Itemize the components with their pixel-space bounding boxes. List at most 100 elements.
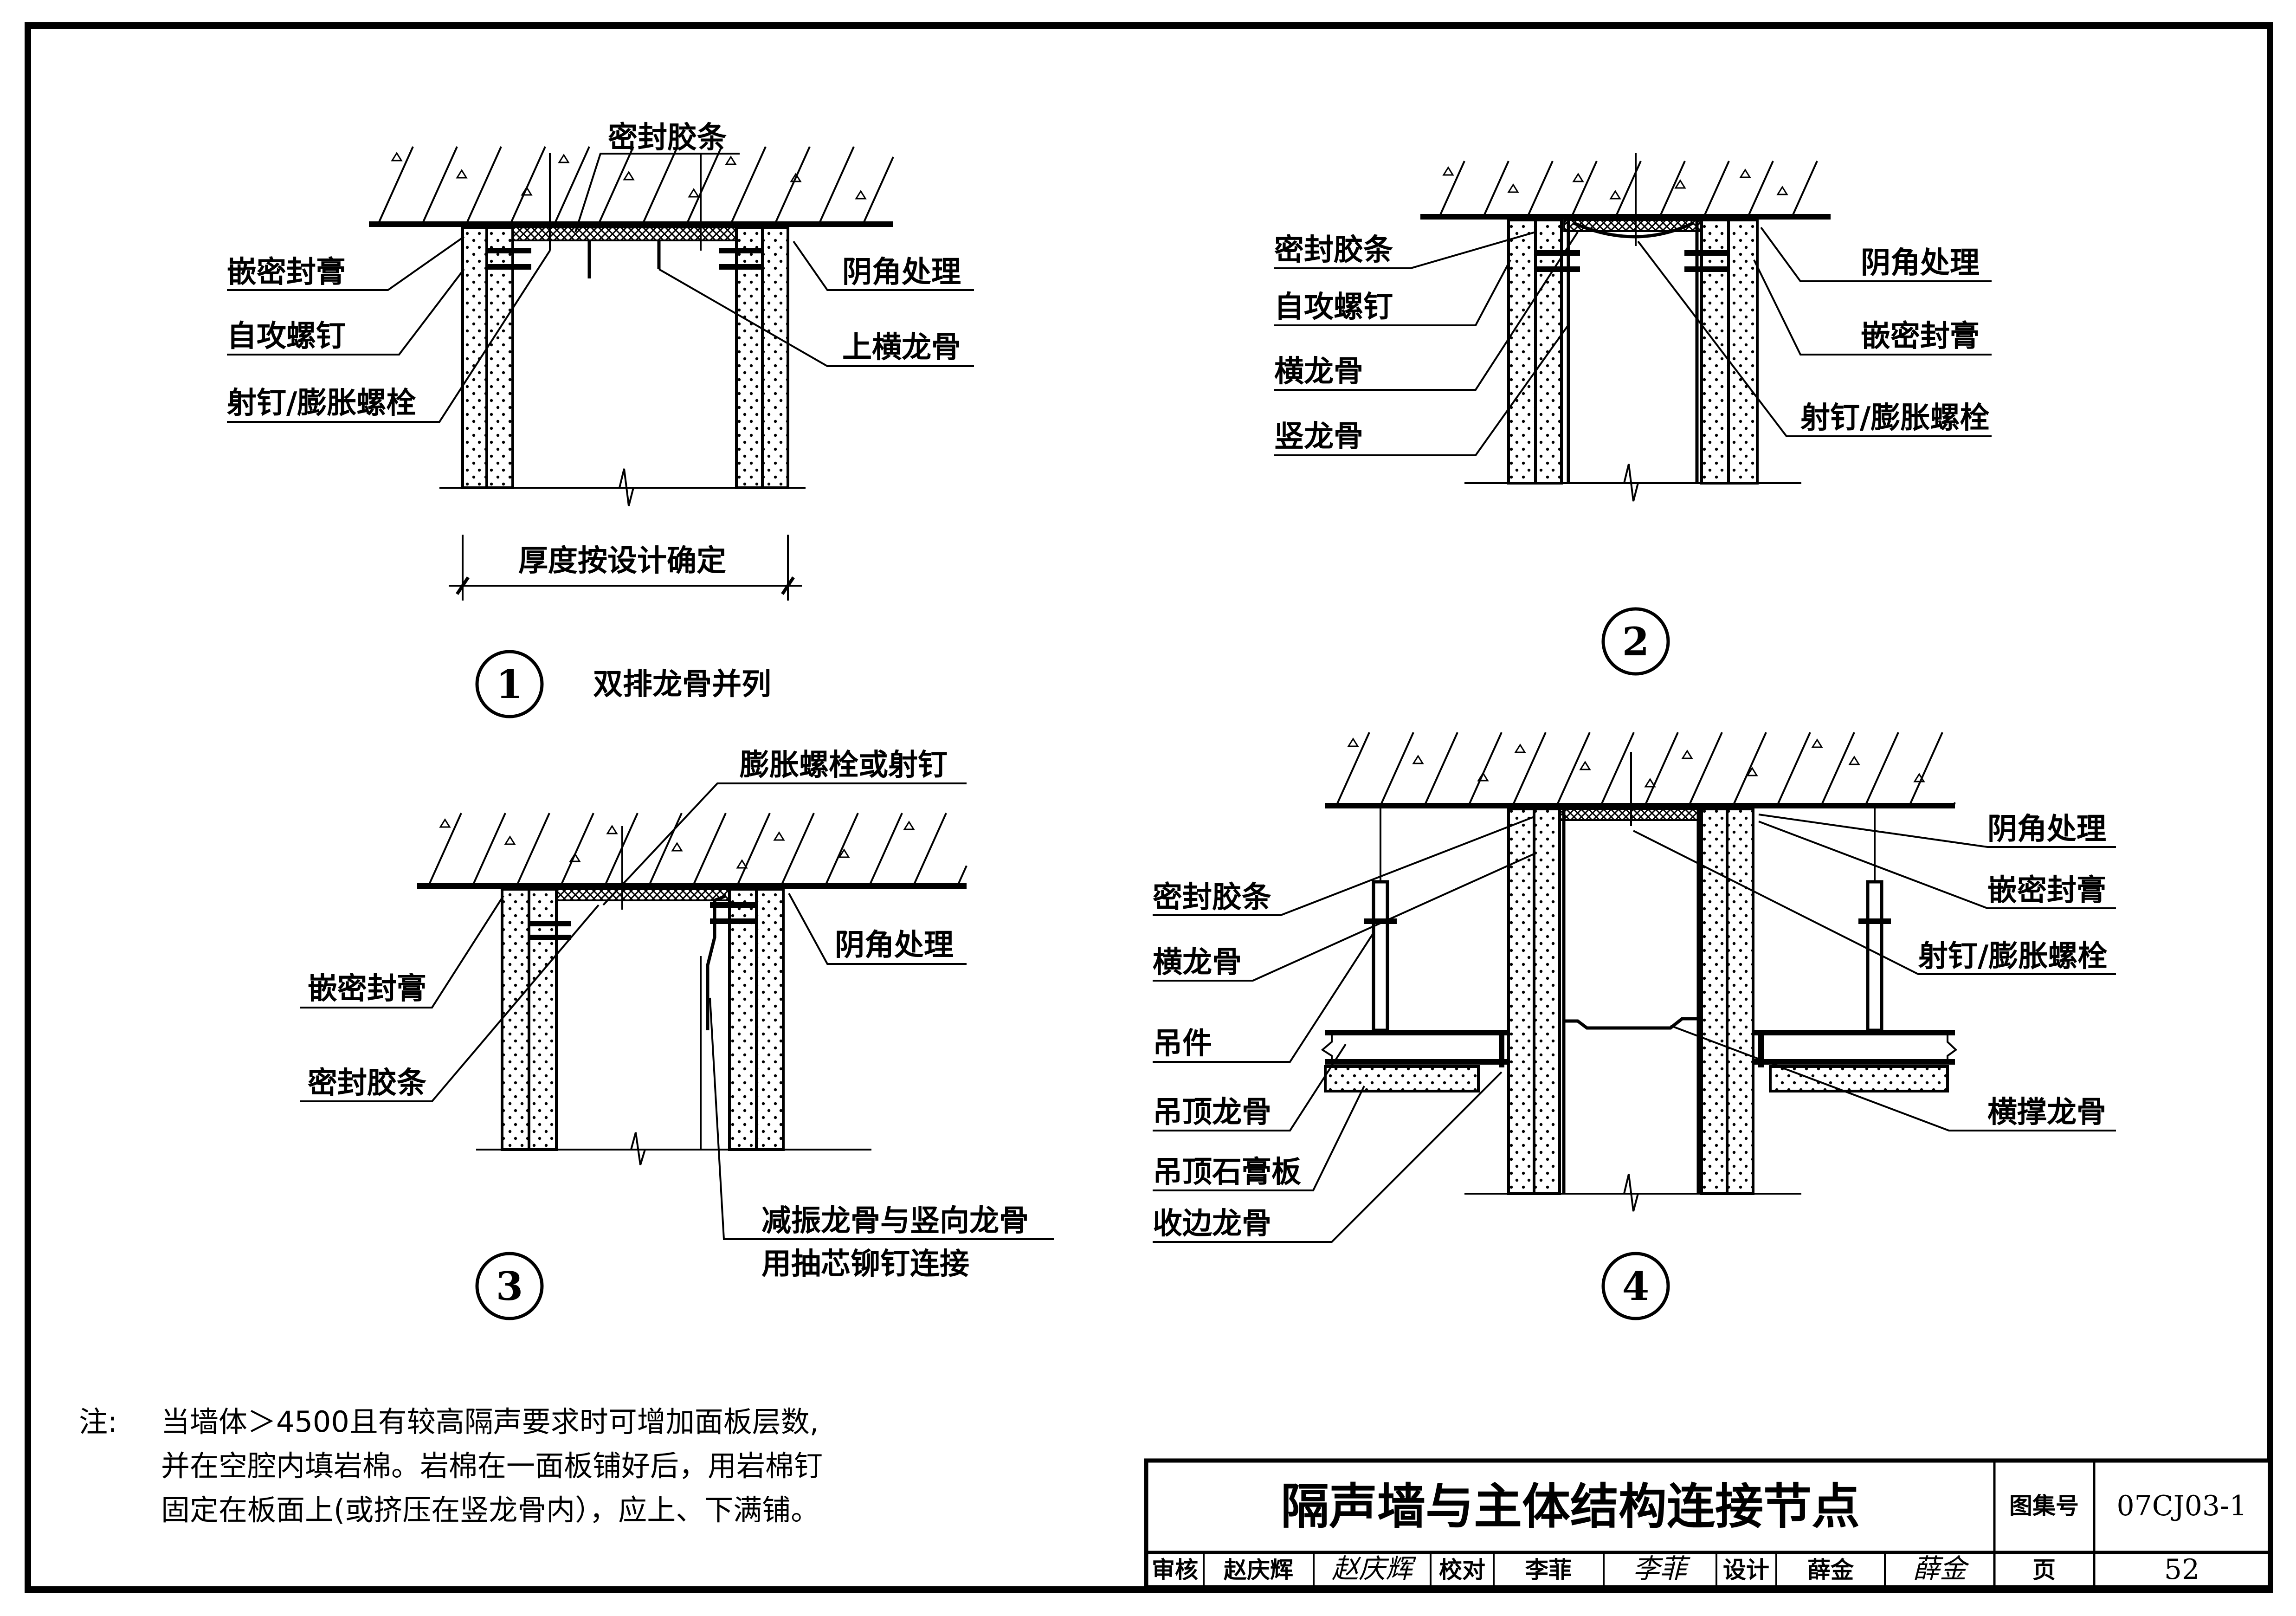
hatch-line (868, 813, 903, 886)
hatch-line (516, 813, 550, 886)
detail-3: 膨胀螺栓或射钉 嵌密封膏 密封胶条 阴角处理 减振龙骨与竖向龙骨 用抽芯铆钉连接… (300, 748, 1054, 1320)
leader-top-3 (602, 782, 967, 906)
wall-left-outer-board-4 (1507, 808, 1535, 1195)
signature-designer: 薛金 (1913, 1553, 1969, 1584)
wall-right-outer-board-3 (755, 888, 785, 1151)
hatch-line (1483, 161, 1509, 217)
hatch-line (1600, 732, 1635, 806)
role-checker: 校对 (1439, 1557, 1485, 1584)
dim-tick-right-1 (781, 576, 795, 595)
leader-left-2b (1274, 259, 1511, 326)
aggregate-mark (1746, 767, 1758, 776)
hatch-line (1335, 732, 1370, 806)
detail-marker-circle-2 (1601, 607, 1670, 676)
label-left-1a: 嵌密封膏 (227, 255, 346, 290)
seal-strip-1 (512, 226, 737, 241)
ceiling-board-left-4 (1324, 1065, 1480, 1092)
label-top-1: 密封胶条 (608, 121, 727, 155)
sheet-frame (25, 22, 2273, 1593)
notes-line-1: 当墙体＞4500且有较高隔声要求时可增加面板层数, (161, 1405, 819, 1439)
detail-number-4: 4 (1622, 1263, 1649, 1309)
label-left-4e: 吊顶石膏板 (1153, 1155, 1301, 1189)
signature-checker: 李菲 (1633, 1553, 1690, 1584)
leader-right-3b (709, 997, 1054, 1240)
aggregate-mark (1572, 173, 1584, 182)
dim-tick-left-1 (456, 576, 470, 595)
aggregate-mark (790, 173, 802, 182)
hatch-line (1791, 161, 1818, 217)
detail-caption-1: 双排龙骨并列 (593, 667, 771, 702)
leader-left-4d (1153, 1043, 1347, 1131)
aggregate-mark (1514, 743, 1526, 753)
concrete-slab-3 (427, 813, 967, 886)
leader-left-4b (1153, 853, 1535, 982)
label-left-2b: 自攻螺钉 (1274, 290, 1393, 324)
leader-right-2b (1753, 259, 1992, 356)
hatch-line (554, 146, 590, 225)
name-checker: 李菲 (1525, 1557, 1572, 1584)
hanger-left-4 (1372, 880, 1389, 1032)
name-reviewer: 赵庆辉 (1224, 1557, 1293, 1584)
label-right-3a: 阴角处理 (835, 928, 954, 963)
hatch-line (604, 813, 638, 886)
hatch-line (648, 813, 683, 886)
hatch-line (862, 156, 894, 225)
hatch-line (1909, 732, 1943, 806)
hatch-line (1468, 732, 1503, 806)
wall-right-inner-board-3 (728, 888, 758, 1151)
hatch-line (1864, 732, 1899, 806)
label-right-4a: 阴角处理 (1987, 812, 2106, 847)
label-right-1a: 阴角处理 (842, 255, 961, 290)
label-left-2d: 竖龙骨 (1274, 420, 1363, 454)
cross-brace-4 (1564, 1017, 1698, 1030)
hatch-line (692, 813, 727, 886)
label-right-4c: 射钉/膨胀螺栓 (1918, 939, 2107, 974)
hatch-line (780, 813, 815, 886)
notes-line-3: 固定在板面上(或挤压在竖龙骨内），应上、下满铺。 (161, 1493, 819, 1527)
label-left-2a: 密封胶条 (1274, 233, 1393, 267)
leader-left-2a (1274, 231, 1536, 269)
leader-left-3a (300, 895, 504, 1008)
hatch-line (736, 813, 771, 886)
hatch-line (1527, 161, 1554, 217)
hatch-line (510, 146, 546, 225)
hatch-line (824, 813, 859, 886)
aggregate-mark (736, 859, 748, 869)
wall-right-inner-board-2 (1700, 219, 1730, 485)
aggregate-mark (1681, 750, 1693, 759)
wall-right-outer-board-2 (1727, 219, 1759, 485)
label-left-1c: 射钉/膨胀螺栓 (227, 386, 416, 420)
atlas-label: 图集号 (2009, 1493, 2079, 1519)
label-left-3a: 嵌密封膏 (308, 972, 426, 1006)
aggregate-mark (838, 848, 850, 858)
leader-right-4d (1670, 1025, 2116, 1131)
label-right-2b: 嵌密封膏 (1861, 319, 1980, 354)
hanger-right-4 (1866, 880, 1883, 1032)
hatch-line (1615, 161, 1642, 217)
hatch-line (912, 813, 947, 886)
hatch-line (956, 865, 967, 886)
detail-4: 密封胶条 横龙骨 吊件 吊顶龙骨 吊顶石膏板 收边龙骨 阴角处理 嵌密封膏 射钉… (1153, 732, 2116, 1320)
aggregate-mark (1477, 772, 1489, 782)
hatch-line (1644, 732, 1679, 806)
label-right-2c: 射钉/膨胀螺栓 (1800, 401, 1989, 435)
hatch-line (377, 146, 414, 225)
label-right-4b: 嵌密封膏 (1987, 873, 2106, 908)
aggregate-mark (671, 842, 683, 852)
aggregate-mark (1442, 166, 1454, 176)
aggregate-mark (391, 152, 403, 162)
drawing-title: 隔声墙与主体结构连接节点 (1281, 1478, 1860, 1535)
concrete-slab-4 (1335, 732, 1956, 806)
hatch-line (774, 146, 811, 225)
hatch-line (427, 813, 462, 886)
hatch-line (1703, 161, 1730, 217)
break-mark-2 (1623, 464, 1639, 502)
title-block: 隔声墙与主体结构连接节点 图集号 07CJ03-1 页 52 审核 赵庆辉 赵庆… (1144, 1458, 2272, 1590)
leader-left-4e (1153, 1086, 1365, 1191)
detail-number-1: 1 (496, 661, 523, 707)
label-right-3c: 用抽芯铆钉连接 (761, 1247, 969, 1281)
aggregate-mark (855, 190, 867, 200)
label-top-3: 膨胀螺栓或射钉 (740, 748, 948, 782)
leader-left-1c (227, 250, 551, 423)
